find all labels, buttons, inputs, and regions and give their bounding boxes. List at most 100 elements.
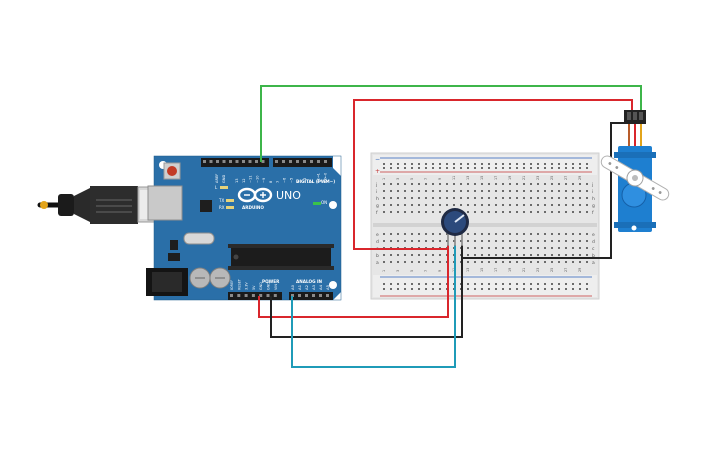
column-number: 11	[452, 176, 456, 180]
digital-header-label: DIGITAL (PWM~)	[296, 179, 335, 184]
digital-pin-label: 8	[269, 180, 273, 183]
l-led-label: L	[215, 185, 218, 190]
on-led-label: ON	[321, 200, 327, 205]
wire-teal-a0[interactable]	[291, 245, 456, 368]
wire-black-gnd[interactable]	[270, 245, 463, 338]
wires	[258, 85, 642, 368]
column-number: 19	[508, 176, 512, 180]
board-model-label: UNO	[276, 189, 301, 202]
row-letter: h	[376, 196, 379, 202]
column-number: 21	[522, 176, 526, 180]
row-letter: f	[592, 210, 594, 216]
column-number: 13	[466, 268, 470, 272]
analog-header-label: ANALOG IN	[296, 279, 323, 284]
power-pin-label: GND	[259, 282, 263, 290]
digital-pin-label: ~10	[255, 175, 259, 183]
row-letter: g	[592, 204, 595, 209]
digital-pin-label: ~5	[289, 178, 293, 183]
analog-pin-label: A4	[318, 284, 323, 290]
column-number: 1	[382, 270, 386, 272]
wire-red-servo-power[interactable]	[353, 99, 633, 250]
power-jack	[146, 268, 188, 296]
row-letter: b	[376, 253, 379, 259]
column-number: 25	[550, 176, 554, 180]
column-number: 29	[578, 176, 582, 180]
column-number: 19	[508, 268, 512, 272]
atmega-chip	[228, 244, 334, 270]
column-number: 15	[480, 176, 484, 180]
digital-pin-label: 4	[296, 180, 300, 183]
row-letter: e	[592, 233, 595, 238]
breadboard-row-letters: jjiihhggffeeddccbbaa	[375, 182, 595, 266]
rail-minus-icon: −	[375, 156, 380, 163]
tx-led-label: TX	[218, 198, 224, 203]
power-header	[228, 292, 282, 300]
digital-pin-label: 13	[235, 178, 239, 183]
usb-chip	[200, 200, 212, 212]
row-letter: i	[592, 189, 593, 195]
power-pin-label: VIN	[274, 284, 278, 290]
column-number: 3	[396, 178, 400, 180]
row-letter: c	[592, 247, 595, 252]
row-letter: j	[591, 182, 593, 188]
column-number: 25	[550, 268, 554, 272]
column-number: 15	[480, 268, 484, 272]
row-letter: h	[592, 196, 595, 202]
digital-pin-label: 2	[310, 181, 314, 183]
column-number: 23	[536, 176, 540, 180]
servo-motor[interactable]	[598, 110, 672, 232]
usb-cable-end-icon	[40, 201, 48, 209]
column-number: 9	[438, 270, 442, 272]
digital-pin-label: TX→1	[317, 173, 321, 184]
row-letter: b	[592, 253, 595, 259]
rx-led-label: RX	[219, 205, 225, 210]
row-letter: g	[376, 204, 379, 209]
column-number: 13	[466, 176, 470, 180]
servo-horn-icon	[600, 155, 670, 201]
rail-plus-icon: +	[375, 168, 380, 175]
column-number: 5	[410, 178, 414, 180]
digital-pin-label: ~6	[283, 177, 287, 183]
digital-header	[201, 158, 332, 167]
column-number: 5	[410, 270, 414, 272]
arduino-logo-icon	[237, 187, 273, 203]
wire-black-servo-ground[interactable]	[463, 122, 624, 259]
power-pin-label: RESET	[237, 278, 241, 290]
column-number: 21	[522, 268, 526, 272]
analog-pin-label: A1	[297, 284, 302, 290]
power-pin-label: 3.3V	[245, 282, 249, 290]
column-number: 27	[564, 176, 568, 180]
digital-pin-label: 7	[276, 181, 280, 183]
column-number: 9	[438, 178, 442, 180]
power-pin-label: GND	[267, 282, 271, 290]
potentiometer[interactable]	[441, 208, 469, 246]
column-number: 1	[382, 178, 386, 180]
wire-green-signal[interactable]	[260, 85, 642, 162]
analog-pin-label: A0	[290, 284, 295, 290]
analog-pin-label: A3	[311, 284, 316, 290]
digital-pin-label: ~3	[303, 178, 307, 183]
row-letter: e	[376, 233, 379, 238]
column-number: 17	[494, 268, 498, 272]
row-letter: i	[376, 189, 377, 195]
crystal-oscillator	[183, 232, 215, 245]
column-number: 3	[396, 270, 400, 272]
arduino-uno-board[interactable]: DIGITAL (PWM~) POWER ANALOG IN ON TX RX …	[146, 155, 342, 301]
column-number: 27	[564, 268, 568, 272]
breadboard[interactable]: + − jjiihhggffeeddccbbaa 113355779911111…	[370, 152, 600, 300]
aref-label: AREF	[215, 174, 219, 183]
power-header-label: POWER	[262, 279, 280, 284]
reset-button[interactable]	[163, 162, 181, 180]
column-number: 17	[494, 176, 498, 180]
row-letter: a	[376, 261, 379, 266]
power-pin-label: 5V	[252, 285, 256, 290]
wire-red-5v[interactable]	[258, 245, 449, 318]
breadboard-column-numbers: 1133557799111113131515171719192121232325…	[382, 176, 582, 272]
digital-pin-label: ~9	[262, 177, 266, 183]
usb-port	[147, 185, 183, 221]
gnd-label: GND	[222, 175, 226, 183]
